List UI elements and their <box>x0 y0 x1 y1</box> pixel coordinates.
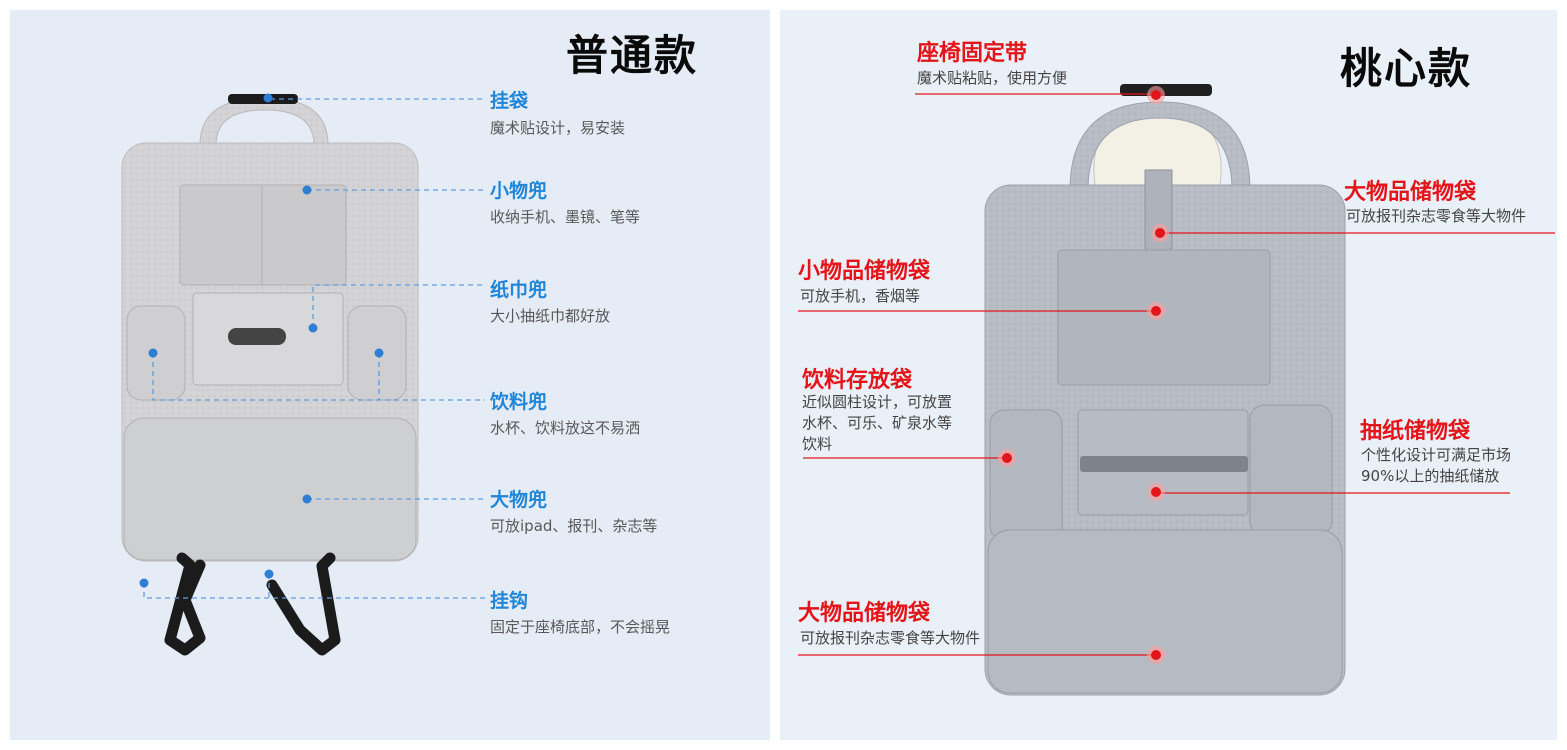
callout-title-small-pocket: 小物兜 <box>490 180 548 202</box>
standard-organizer-illustration <box>121 93 485 656</box>
velcro-strap <box>228 94 298 104</box>
callout-desc-large-item-bag-top: 可放报刊杂志零食等大物件 <box>1346 207 1527 225</box>
heart-model-heading: 桃心款 <box>1340 44 1473 93</box>
hook-strap-right <box>266 552 341 656</box>
left-panel-standard-model: 普通款 挂袋 魔术贴设计，易安装 小物兜 收纳手机、墨镜、笔等 纸巾兜 大小抽纸… <box>10 10 770 740</box>
callout-title-drink-pocket: 饮料兜 <box>490 391 548 413</box>
small-item-pocket <box>1057 249 1271 386</box>
callout-desc-small-item-bag: 可放手机，香烟等 <box>800 287 921 305</box>
callout-title-large-item-bag-top: 大物品储物袋 <box>1344 180 1477 205</box>
leader-lines-right <box>798 93 1555 656</box>
large-pocket <box>123 417 417 561</box>
callout-desc-small-pocket: 收纳手机、墨镜、笔等 <box>490 208 641 226</box>
drink-pocket-right <box>1249 404 1333 536</box>
callout-desc-tissue-bag-line2: 90%以上的抽纸储放 <box>1361 467 1500 485</box>
callout-title-hook: 挂钩 <box>490 590 529 612</box>
callout-title-tissue-pocket: 纸巾兜 <box>490 279 548 301</box>
small-pocket <box>179 184 347 286</box>
callout-title-tissue-bag: 抽纸储物袋 <box>1360 419 1471 444</box>
right-panel-heart-model: 桃心款 座椅固定带 魔术贴粘贴，使用方便 大物品储物袋 可放报刊杂志零食等大物件… <box>780 10 1557 740</box>
tissue-slot <box>1080 456 1248 472</box>
heart-organizer-illustration <box>798 84 1555 696</box>
callout-desc-large-pocket: 可放ipad、报刊、杂志等 <box>490 517 658 535</box>
standard-model-heading: 普通款 <box>566 31 699 80</box>
callout-desc-seat-strap: 魔术贴粘贴，使用方便 <box>917 69 1068 87</box>
callout-title-small-item-bag: 小物品储物袋 <box>798 259 931 284</box>
callout-title-large-item-bag-bottom: 大物品储物袋 <box>798 601 931 626</box>
callout-desc-drink-bag-line3: 饮料 <box>802 435 833 453</box>
callout-desc-large-item-bag-bottom: 可放报刊杂志零食等大物件 <box>800 629 981 647</box>
anchor-dots-right <box>998 86 1169 664</box>
callout-title-seat-strap: 座椅固定带 <box>917 41 1028 66</box>
callout-desc-tissue-pocket: 大小抽纸巾都好放 <box>490 307 611 325</box>
tissue-slot <box>228 328 286 345</box>
drink-pocket-left <box>989 409 1063 541</box>
callout-desc-tissue-bag-line1: 个性化设计可满足市场 <box>1361 446 1512 464</box>
callout-desc-drink-bag-line1: 近似圆柱设计，可放置 <box>802 393 953 411</box>
callout-desc-hook: 固定于座椅底部，不会摇晃 <box>490 618 671 636</box>
callout-title-drink-bag: 饮料存放袋 <box>802 368 913 393</box>
callout-title-large-pocket: 大物兜 <box>490 489 548 511</box>
fastening-tab <box>1144 169 1173 261</box>
callout-desc-hanging-bag: 魔术贴设计，易安装 <box>490 119 626 137</box>
hook-strap-left <box>164 552 206 656</box>
anchor-dots-left <box>139 93 384 588</box>
callout-desc-drink-bag-line2: 水杯、可乐、矿泉水等 <box>802 414 953 432</box>
seat-strap <box>1120 84 1212 96</box>
hanging-strap <box>199 97 329 146</box>
callout-desc-drink-pocket: 水杯、饮料放这不易洒 <box>490 419 641 437</box>
callout-title-hanging-bag: 挂袋 <box>490 90 529 112</box>
large-item-pocket <box>987 529 1343 694</box>
